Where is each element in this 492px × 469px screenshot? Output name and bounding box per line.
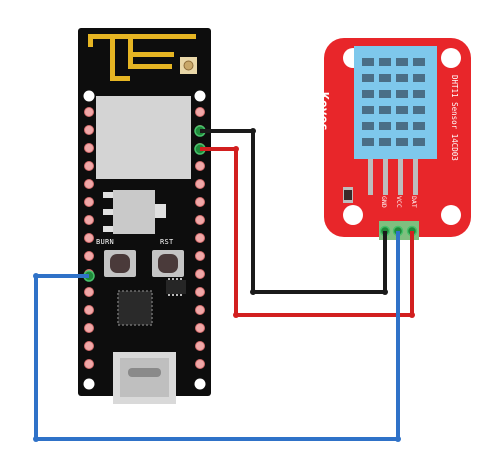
grille-slot: [396, 74, 408, 82]
sensor-title-label: DHT11 Sensor 14CD03: [450, 75, 459, 161]
header-pin: [195, 269, 205, 279]
burn-label: BURN: [96, 238, 115, 246]
mounting-hole: [83, 90, 95, 102]
grille-slot: [413, 106, 425, 114]
grille-slot: [413, 122, 425, 130]
header-pin: [84, 323, 94, 333]
header-pin: [195, 197, 205, 207]
pin-label-gnd: GND: [380, 196, 388, 208]
grille-slot: [396, 58, 408, 66]
header-pin: [84, 107, 94, 117]
wifi-antenna-icon: [88, 34, 196, 81]
header-pin: [195, 323, 205, 333]
sensor-grille: [362, 58, 425, 146]
rst-label: RST: [160, 238, 174, 246]
left-header-pins: [84, 107, 94, 369]
mounting-hole: [194, 378, 206, 390]
header-pin: [195, 341, 205, 351]
dht11-sensor-module: [324, 38, 471, 240]
grille-slot: [379, 106, 391, 114]
grille-slot: [362, 58, 374, 66]
header-pin: [84, 161, 94, 171]
header-pin: [84, 251, 94, 261]
resistor: [343, 187, 353, 203]
grille-slot: [396, 122, 408, 130]
header-pin: [195, 359, 205, 369]
header-pin: [84, 179, 94, 189]
header-pin: [84, 197, 94, 207]
header-pin: [84, 287, 94, 297]
rst-button[interactable]: [152, 250, 184, 277]
header-pin: [195, 215, 205, 225]
grille-slot: [379, 138, 391, 146]
microcontroller-chip-icon: [117, 290, 153, 326]
header-pin: [84, 125, 94, 135]
voltage-regulator: [113, 190, 155, 234]
header-pin: [195, 251, 205, 261]
grille-slot: [379, 122, 391, 130]
header-pin: [195, 233, 205, 243]
small-ic: [166, 278, 186, 296]
header-pin: [195, 179, 205, 189]
grille-slot: [362, 90, 374, 98]
header-pin: [84, 359, 94, 369]
header-pin: [195, 107, 205, 117]
mounting-hole: [194, 90, 206, 102]
mounting-hole: [441, 205, 461, 225]
burn-button[interactable]: [104, 250, 136, 277]
header-pin: [84, 233, 94, 243]
grille-slot: [396, 90, 408, 98]
grille-slot: [362, 74, 374, 82]
grille-slot: [413, 74, 425, 82]
grille-slot: [413, 58, 425, 66]
mounting-hole: [83, 378, 95, 390]
pin-label-dat: DAT: [410, 196, 418, 208]
header-pin: [84, 341, 94, 351]
grille-slot: [396, 106, 408, 114]
grille-slot: [362, 106, 374, 114]
header-pin: [84, 143, 94, 153]
grille-slot: [362, 122, 374, 130]
mounting-hole: [441, 48, 461, 68]
pin-label-vcc: VCC: [395, 196, 403, 208]
grille-slot: [396, 138, 408, 146]
grille-slot: [379, 58, 391, 66]
header-pin: [195, 161, 205, 171]
usb-c-connector-icon: [113, 352, 176, 404]
grille-slot: [379, 90, 391, 98]
grille-slot: [379, 74, 391, 82]
grille-slot: [362, 138, 374, 146]
mounting-hole: [343, 205, 363, 225]
header-pin: [195, 287, 205, 297]
microcontroller-board: [78, 28, 211, 404]
sensor-brand-label: Keyes: [315, 92, 330, 132]
header-pin: [84, 215, 94, 225]
grille-slot: [413, 90, 425, 98]
module-shield: [96, 96, 191, 179]
grille-slot: [413, 138, 425, 146]
header-pin: [195, 305, 205, 315]
header-pin: [84, 305, 94, 315]
